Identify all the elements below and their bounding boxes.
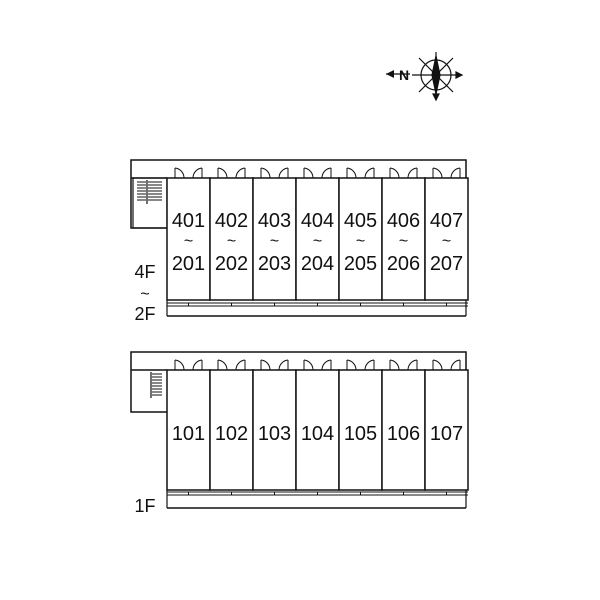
upper-stair-icon	[137, 180, 162, 204]
compass-north-label: N	[399, 67, 409, 83]
door-swing-icon	[278, 167, 289, 179]
door-swing-icon	[389, 167, 400, 179]
ground-stair-icon	[150, 372, 162, 398]
door-swing-icon	[303, 167, 314, 179]
unit-range-tilde: ~	[313, 233, 322, 250]
unit-number-bottom: 201	[172, 253, 205, 275]
unit-outline	[209, 369, 254, 491]
unit-cell: 105	[338, 359, 383, 496]
unit-number-top: 402	[215, 210, 248, 232]
door-swing-icon	[174, 359, 185, 371]
unit-cell: 406~206	[381, 167, 426, 307]
door-swing-icon	[321, 359, 332, 371]
unit-range-tilde: ~	[399, 233, 408, 250]
door-swing-icon	[217, 167, 228, 179]
unit-range-tilde: ~	[442, 233, 451, 250]
unit-number-top: 403	[258, 210, 291, 232]
unit-outline	[338, 369, 383, 491]
floor-label-range-tilde: ~	[140, 286, 149, 303]
door-swing-icon	[303, 359, 314, 371]
unit-outline	[381, 369, 426, 491]
door-swing-icon	[235, 359, 246, 371]
door-swing-icon	[432, 359, 443, 371]
floor-label-2f: 2F	[134, 304, 155, 324]
unit-outline	[424, 369, 469, 491]
unit-outline	[381, 177, 426, 301]
unit-outline	[252, 369, 297, 491]
unit-cell: 107	[424, 359, 469, 496]
unit-cell: 101	[166, 359, 211, 496]
unit-range-tilde: ~	[270, 233, 279, 250]
unit-number: 101	[172, 423, 205, 445]
unit-number: 103	[258, 423, 291, 445]
unit-number-top: 406	[387, 210, 420, 232]
door-swing-icon	[321, 167, 332, 179]
door-swing-icon	[407, 359, 418, 371]
unit-cell: 104	[295, 359, 340, 496]
unit-number-bottom: 205	[344, 253, 377, 275]
floor-label-4f: 4F	[134, 262, 155, 282]
upper-floors-block: 401~201402~202403~203404~204405~205406~2…	[130, 159, 469, 324]
ground-floor-block: 101 102 103 104 105 106 107 1F	[130, 351, 469, 516]
door-swing-icon	[174, 167, 185, 179]
unit-number-bottom: 203	[258, 253, 291, 275]
unit-cell: 403~203	[252, 167, 297, 307]
door-swing-icon	[450, 359, 461, 371]
unit-cell: 102	[209, 359, 254, 496]
door-swing-icon	[278, 359, 289, 371]
unit-number: 107	[430, 423, 463, 445]
compass-rose-icon	[412, 52, 464, 102]
unit-number: 104	[301, 423, 334, 445]
floor-label-1f: 1F	[134, 496, 155, 516]
unit-number-bottom: 207	[430, 253, 463, 275]
door-swing-icon	[235, 167, 246, 179]
unit-number: 102	[215, 423, 248, 445]
unit-number: 106	[387, 423, 420, 445]
door-swing-icon	[192, 167, 203, 179]
unit-outline	[424, 177, 469, 301]
unit-number-bottom: 204	[301, 253, 334, 275]
unit-cell: 407~207	[424, 167, 469, 307]
unit-cell: 404~204	[295, 167, 340, 307]
unit-cell: 103	[252, 359, 297, 496]
ground-corridor-outline	[130, 351, 467, 413]
unit-outline	[295, 369, 340, 491]
door-swing-icon	[389, 359, 400, 371]
unit-outline	[252, 177, 297, 301]
upper-floor-label: 4F ~ 2F	[134, 262, 155, 324]
unit-range-tilde: ~	[227, 233, 236, 250]
unit-cell: 106	[381, 359, 426, 496]
door-swing-icon	[364, 359, 375, 371]
unit-range-tilde: ~	[184, 233, 193, 250]
unit-cell: 402~202	[209, 167, 254, 307]
unit-number-top: 401	[172, 210, 205, 232]
unit-outline	[166, 177, 211, 301]
north-arrow-icon	[386, 70, 410, 78]
unit-number-bottom: 206	[387, 253, 420, 275]
unit-number-top: 404	[301, 210, 334, 232]
unit-range-tilde: ~	[356, 233, 365, 250]
unit-outline	[338, 177, 383, 301]
unit-outline	[209, 177, 254, 301]
unit-number-top: 407	[430, 210, 463, 232]
compass: N	[386, 52, 464, 102]
unit-outline	[295, 177, 340, 301]
door-swing-icon	[450, 167, 461, 179]
door-swing-icon	[260, 359, 271, 371]
door-swing-icon	[192, 359, 203, 371]
door-swing-icon	[217, 359, 228, 371]
unit-cell: 401~201	[166, 167, 211, 307]
unit-cell: 405~205	[338, 167, 383, 307]
door-swing-icon	[260, 167, 271, 179]
door-swing-icon	[346, 359, 357, 371]
door-swing-icon	[364, 167, 375, 179]
unit-number: 105	[344, 423, 377, 445]
unit-number-bottom: 202	[215, 253, 248, 275]
door-swing-icon	[432, 167, 443, 179]
unit-number-top: 405	[344, 210, 377, 232]
door-swing-icon	[346, 167, 357, 179]
door-swing-icon	[407, 167, 418, 179]
